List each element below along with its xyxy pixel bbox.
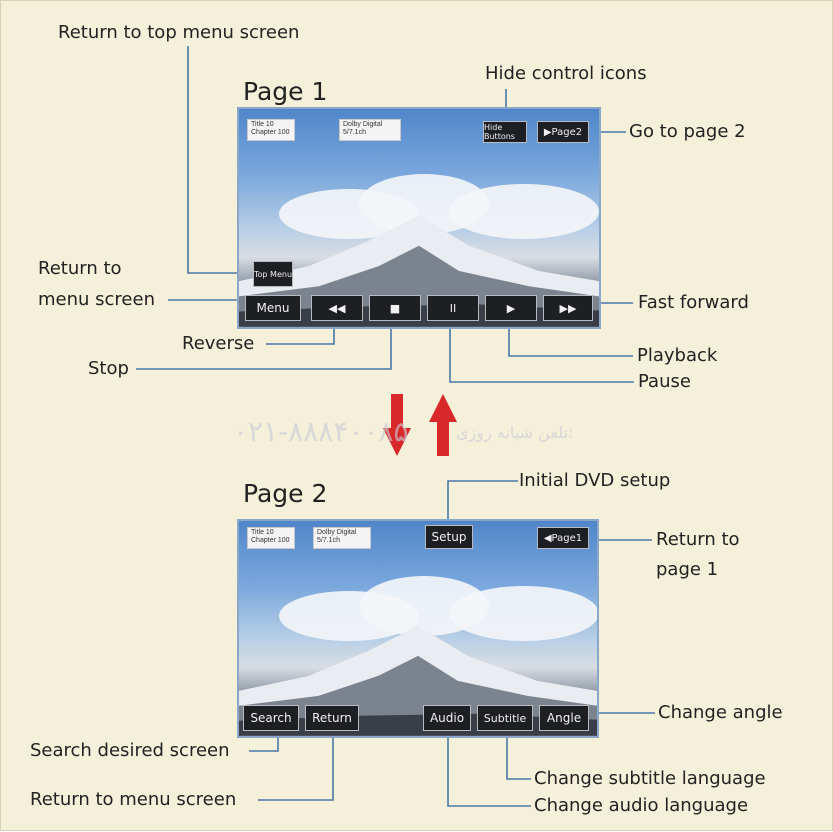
line-return: [258, 728, 334, 801]
page2-button[interactable]: ▶Page2: [537, 121, 589, 143]
audio-format-info: Dolby Digital 5/7.1ch: [339, 119, 401, 141]
watermark-phone-label: تلفن شبانه روزی:: [456, 423, 574, 442]
return-button[interactable]: Return: [305, 705, 359, 731]
callout-page1: page 1: [656, 559, 719, 580]
arrow-down-icon: [383, 394, 411, 456]
line-setup: [447, 480, 518, 523]
stop-button[interactable]: ■: [369, 295, 421, 321]
callout-stop: Stop: [88, 358, 129, 379]
pause-button[interactable]: II: [427, 295, 479, 321]
menu-button[interactable]: Menu: [245, 295, 301, 321]
callout-return-to-page: Return to: [656, 529, 740, 550]
fast-forward-button[interactable]: ▶▶: [543, 295, 593, 321]
search-button[interactable]: Search: [243, 705, 299, 731]
callout-change-subtitle: Change subtitle language: [534, 768, 766, 789]
hide-buttons-button[interactable]: Hide Buttons: [483, 121, 527, 143]
line-pause: [449, 323, 634, 383]
page2-screen: Title 10 Chapter 100 Dolby Digital 5/7.1…: [237, 519, 599, 738]
page2-title: Page 2: [243, 479, 328, 508]
arrow-up-icon: [429, 394, 457, 456]
watermark-phone: ۰۲۱-۸۸۸۴۰۰۸۵: [233, 415, 409, 448]
callout-return-top-menu: Return to top menu screen: [58, 22, 300, 43]
callout-change-angle: Change angle: [658, 702, 783, 723]
audio-button[interactable]: Audio: [423, 705, 471, 731]
line-play: [508, 323, 633, 357]
line-subtitle: [506, 728, 531, 780]
title-chapter-info-2: Title 10 Chapter 100: [247, 527, 295, 549]
callout-go-page2: Go to page 2: [629, 121, 746, 142]
angle-button[interactable]: Angle: [539, 705, 589, 731]
setup-button[interactable]: Setup: [425, 525, 473, 549]
line-top-menu: [187, 46, 237, 274]
page1-button[interactable]: ◀Page1: [537, 527, 589, 549]
callout-fast-forward: Fast forward: [638, 292, 749, 313]
callout-menu-screen: menu screen: [38, 289, 155, 310]
title-chapter-info: Title 10 Chapter 100: [247, 119, 295, 141]
callout-return-to: Return to: [38, 258, 122, 279]
playback-button[interactable]: ▶: [485, 295, 537, 321]
callout-search-screen: Search desired screen: [30, 740, 230, 761]
page1-title: Page 1: [243, 77, 328, 106]
line-rev: [266, 323, 335, 345]
callout-reverse: Reverse: [182, 333, 255, 354]
callout-pause: Pause: [638, 371, 691, 392]
line-stop: [136, 323, 392, 370]
callout-hide-controls: Hide control icons: [485, 63, 647, 84]
callout-return-menu: Return to menu screen: [30, 789, 237, 810]
callout-change-audio: Change audio language: [534, 795, 749, 816]
subtitle-button[interactable]: Subtitle: [477, 705, 533, 731]
callout-playback: Playback: [637, 345, 718, 366]
line-audio: [447, 728, 531, 807]
top-menu-button[interactable]: Top Menu: [253, 261, 293, 287]
page1-screen: Title 10 Chapter 100 Dolby Digital 5/7.1…: [237, 107, 601, 329]
reverse-button[interactable]: ◀◀: [311, 295, 363, 321]
audio-format-info-2: Dolby Digital 5/7.1ch: [313, 527, 371, 549]
callout-initial-setup: Initial DVD setup: [519, 470, 671, 491]
